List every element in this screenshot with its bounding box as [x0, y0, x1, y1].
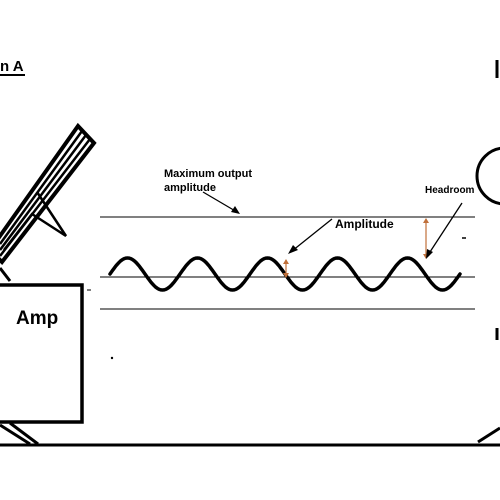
headroom-pointer-arrow [426, 202, 463, 259]
headroom-label: Headroom [425, 185, 475, 196]
amp-box [0, 283, 84, 446]
guitar-neck-icon [0, 122, 97, 282]
stray-dot [110, 356, 114, 360]
amplitude-marker [283, 259, 289, 278]
amp-label: Amp [16, 308, 58, 329]
max-output-pointer-arrow [202, 191, 240, 214]
max-output-label-line2: amplitude [164, 182, 216, 194]
right-figure-arc [475, 146, 500, 206]
max-output-label-line1: Maximum output [164, 168, 252, 180]
amplitude-label: Amplitude [335, 217, 394, 231]
right-floor-edge [477, 426, 500, 444]
section-title: n A [0, 58, 24, 75]
amplitude-pointer-arrow [288, 218, 333, 254]
